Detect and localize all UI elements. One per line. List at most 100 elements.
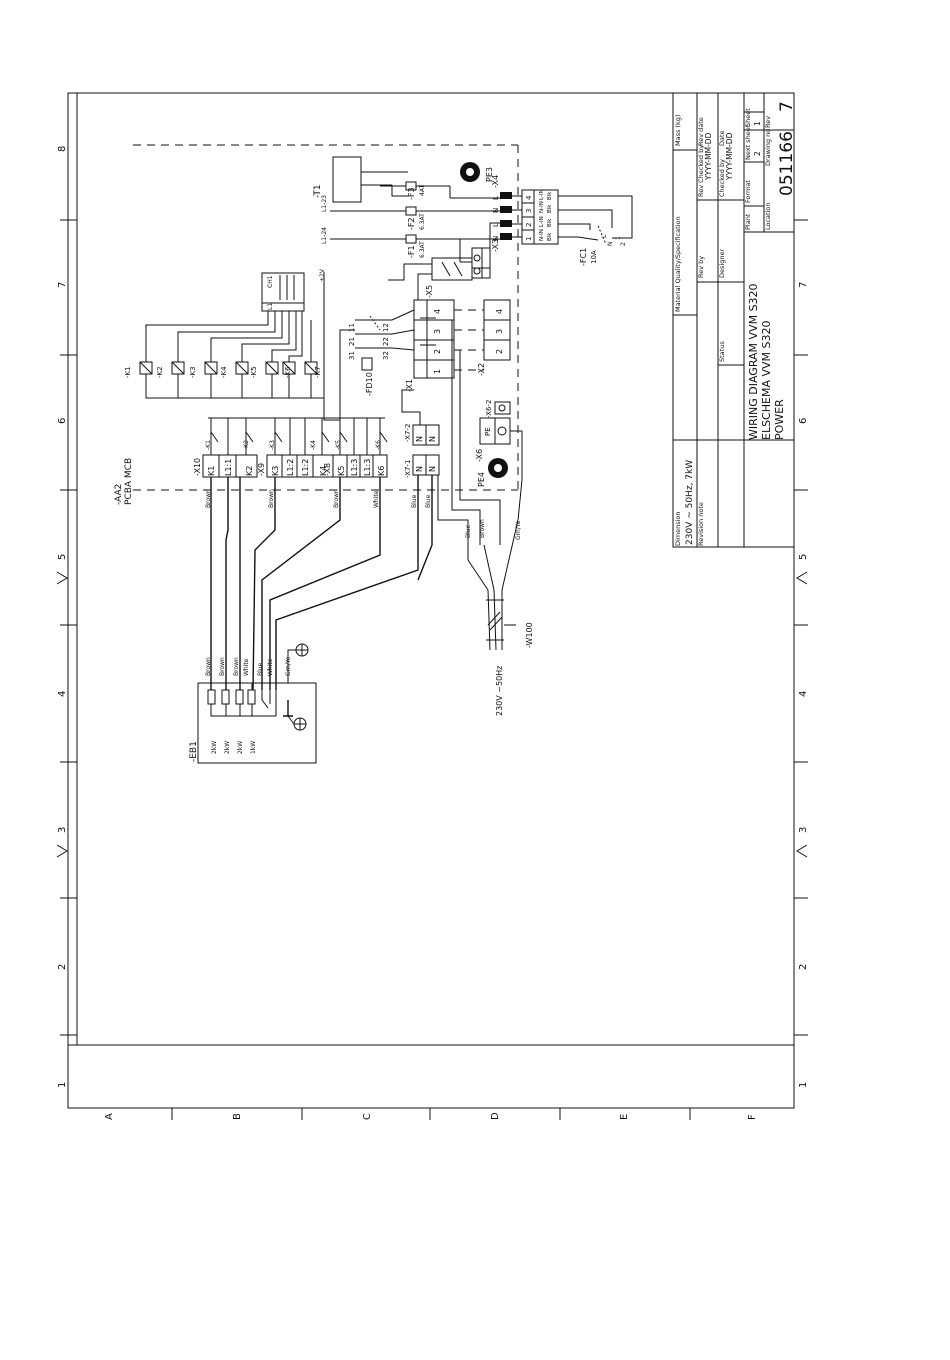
cable-w100: -W100 230V ~50Hz bbox=[467, 519, 534, 716]
grid-number: 7 bbox=[798, 282, 809, 288]
designer-label: Designer bbox=[718, 249, 726, 278]
diagram-label: Blk bbox=[547, 204, 553, 213]
grid-letter: C bbox=[362, 1113, 373, 1120]
next-sheet-value: 2 bbox=[753, 151, 762, 156]
diagram-label: L1-23 bbox=[321, 195, 328, 212]
diagram-label: Brown bbox=[233, 657, 240, 676]
diagram-label: 230V ~50Hz bbox=[495, 666, 504, 716]
pcb-boundary bbox=[133, 144, 519, 491]
status-label: Status bbox=[718, 341, 726, 362]
next-sheet-label: Next sheet bbox=[744, 124, 752, 160]
grid-number: 6 bbox=[57, 418, 68, 424]
grid-number: 2 bbox=[57, 964, 68, 970]
diagram-label: 2kW bbox=[211, 741, 218, 754]
diagram-label: Grn/Ye bbox=[515, 520, 522, 540]
diagram-label: -W100 bbox=[525, 622, 534, 648]
diagram-label: N bbox=[415, 436, 424, 442]
diagram-label: -K1 bbox=[205, 440, 212, 450]
diagram-label: 2 bbox=[525, 223, 533, 227]
diagram-label: N-IN bbox=[539, 229, 545, 241]
diagram-label: 2kW bbox=[237, 741, 244, 754]
diagram-label: +2V bbox=[319, 268, 326, 282]
diagram-label: Grn/Ye bbox=[285, 656, 292, 676]
diagram-label: PE4 bbox=[477, 472, 486, 487]
date-value: YYYY-MM-DD bbox=[725, 132, 734, 181]
material-label: Material Quality/Specification bbox=[674, 216, 682, 312]
grid-number: 3 bbox=[57, 827, 68, 833]
sheet-label: Sheet bbox=[744, 108, 752, 127]
connector-ch1: CH1 L1 +2V bbox=[261, 268, 326, 312]
drawing-number: 051166 bbox=[777, 131, 797, 196]
revision-number: 7 bbox=[777, 101, 797, 112]
terminal-x9: K3 L1:2 L1:2 K4 -X9 -K3 -K4 bbox=[257, 418, 334, 478]
fuse-f1: -F1 6.3AT L1-24 bbox=[321, 227, 500, 258]
terminal-x6: PE -X6-2 -X6 bbox=[475, 400, 523, 521]
grid-numbers-left: 1 2 3 4 5 6 7 8 bbox=[57, 146, 68, 1088]
diagram-label: PE bbox=[484, 427, 492, 436]
transformer-t1: -T1 bbox=[313, 156, 408, 203]
mass-label: Mass (kg) bbox=[674, 115, 682, 146]
diagram-label: N bbox=[428, 436, 437, 442]
rev-date-value: YYYY-MM-DD bbox=[704, 132, 713, 181]
terminal-x2: 2 3 4 -X2 bbox=[477, 299, 511, 376]
pcba-label: PCBA MCB bbox=[124, 458, 134, 505]
relay-k4: -K4 bbox=[220, 361, 249, 378]
diagram-label: -X6-2 bbox=[485, 400, 493, 418]
diagram-label: L1:2 bbox=[286, 459, 295, 476]
diagram-label: -X8 bbox=[323, 463, 332, 476]
diagram-label: 4 bbox=[525, 195, 533, 200]
diagram-label: Blk bbox=[547, 232, 553, 241]
diagram-label: 32 bbox=[382, 351, 390, 360]
aa2-label: -AA2 bbox=[114, 484, 124, 505]
terminal-x10: K1 L1:1 K2 -X10 -K1 -K2 bbox=[193, 418, 258, 478]
fuse-f3: -F3 4AT bbox=[380, 181, 450, 200]
dimension-value: 230V ~ 50Hz, 7kW bbox=[685, 460, 695, 545]
heater-eb1: 2kW 2kW 2kW 1kW -EB1 bbox=[189, 682, 317, 764]
relay-k2: -K2 bbox=[156, 361, 185, 378]
terminal-x8: K5 L1:3 L1:3 K6 -X8 -K5 -K6 bbox=[323, 418, 388, 478]
diagram-label: L1:3 bbox=[350, 459, 359, 476]
pe4-ground: PE4 bbox=[477, 458, 508, 487]
diagram-label: 1kW bbox=[250, 741, 257, 754]
diagram-label: Brown bbox=[333, 489, 340, 508]
diagram-label: -F1 bbox=[407, 245, 416, 258]
rev-by-label: Rev by bbox=[697, 256, 705, 278]
diagram-label: Blk bbox=[547, 191, 553, 200]
grid-number: 6 bbox=[798, 418, 809, 424]
diagram-label: White bbox=[267, 658, 274, 676]
diagram-label: -K4 bbox=[220, 366, 228, 378]
title-line-3: POWER bbox=[773, 399, 786, 440]
diagram-label: 2 bbox=[495, 349, 504, 354]
terminal-x7: N N N N -X7-2 -X7-1 bbox=[401, 389, 440, 478]
diagram-label: 6.3AT bbox=[419, 213, 426, 230]
relay-coils: -K1 -K2 -K3 -K4 -K5 -K6 bbox=[124, 272, 355, 421]
diagram-label: 4 bbox=[433, 309, 442, 314]
diagram-label: K5 bbox=[337, 466, 346, 476]
external-ground-icon bbox=[287, 643, 309, 683]
title-block: Mass (kg) Material Quality/Specification… bbox=[672, 92, 797, 548]
diagram-label: -X1 bbox=[405, 379, 414, 392]
diagram-label: L-IN bbox=[539, 216, 545, 227]
diagram-label: -F3 bbox=[407, 187, 416, 200]
diagram-label: Blue bbox=[257, 662, 264, 676]
relay-contacts-row: K1 L1:1 K2 -X10 -K1 -K2 K3 L1:2 L1:2 K4 … bbox=[193, 417, 388, 478]
diagram-label: L bbox=[601, 234, 608, 238]
diagram-label: -K5 bbox=[250, 366, 258, 378]
diagram-label: 3 bbox=[433, 329, 442, 334]
diagram-label: Brown bbox=[205, 657, 212, 676]
title-line-1: WIRING DIAGRAM VVM S320 bbox=[747, 283, 760, 440]
diagram-label: -X10 bbox=[193, 458, 202, 476]
diagram-label: 22 bbox=[382, 337, 390, 346]
diagram-label: -K4 bbox=[310, 440, 317, 450]
diagram-label: -K6 bbox=[375, 440, 382, 450]
rev-date-label: Rev date bbox=[697, 117, 705, 146]
diagram-label: White bbox=[243, 658, 250, 676]
diagram-label: K2 bbox=[245, 466, 254, 476]
diagram-label: 1 bbox=[433, 369, 442, 374]
grid-number: 5 bbox=[57, 554, 68, 560]
thermal-cutout-fd10: 11 21 31 12 22 32 -FD10 bbox=[348, 309, 415, 396]
sheet-value: 1 bbox=[753, 121, 762, 126]
diagram-label: -X5 bbox=[425, 285, 434, 298]
diagram-label: 11 bbox=[348, 323, 356, 332]
diagram-label: -X9 bbox=[257, 463, 266, 476]
